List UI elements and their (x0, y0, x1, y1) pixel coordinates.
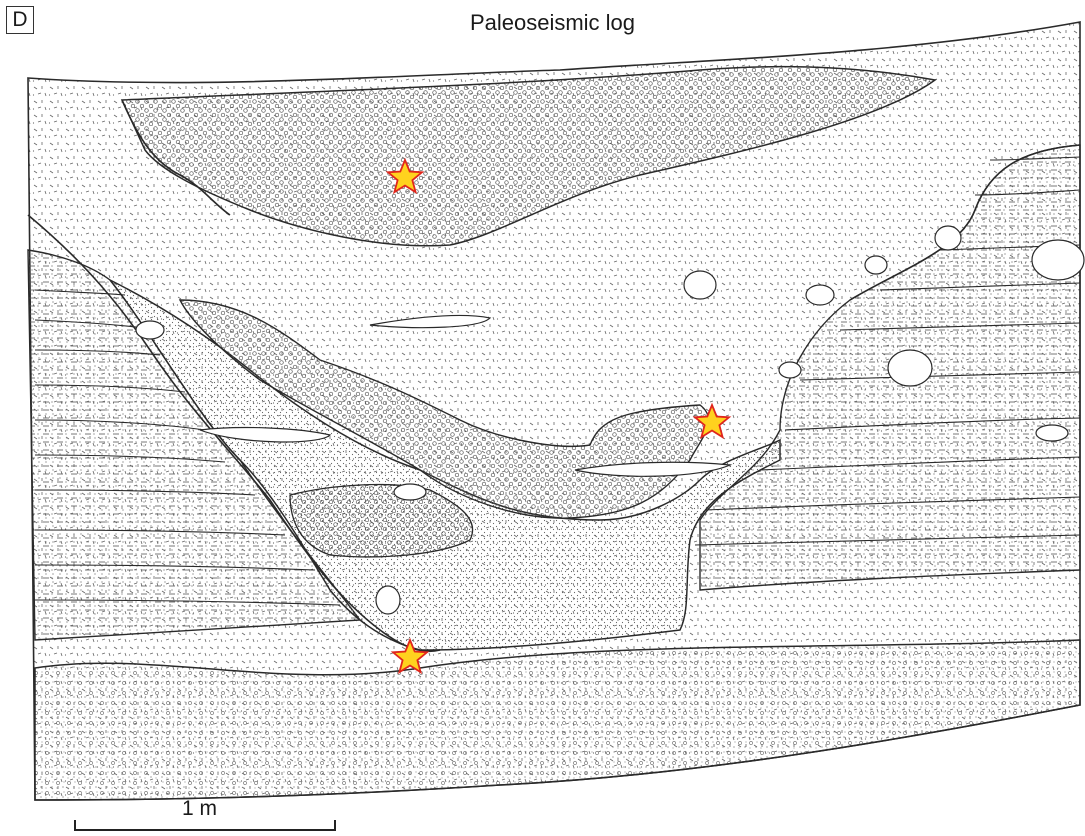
scale-bar (75, 820, 335, 831)
scale-bar-label: 1 m (182, 797, 242, 821)
